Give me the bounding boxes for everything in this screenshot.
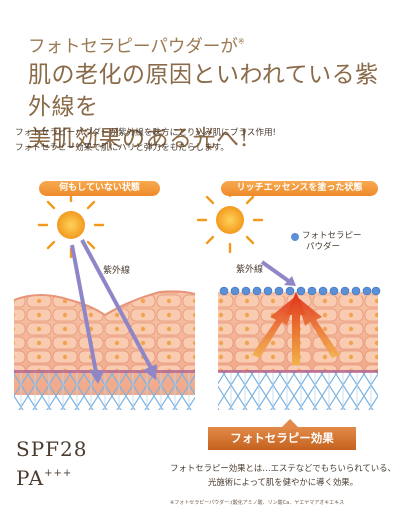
pa-value: PA+++ bbox=[16, 466, 73, 490]
headline: フォトセラピーパウダーが※ 肌の老化の原因といわれている紫外線を 美肌効果のある… bbox=[28, 30, 398, 155]
headline-line-3: 美肌効果のある光へ! bbox=[28, 126, 250, 152]
intro-text: フォトセラピーパウダーが紫外線を味方にとり込み肌にプラス作用! フォトセラピー効… bbox=[15, 126, 405, 156]
left-skin-cross-section bbox=[13, 290, 196, 410]
right-sun-icon bbox=[196, 186, 264, 254]
left-uv-arrows bbox=[70, 239, 157, 384]
footnote: ※フォトセラピーパウダー:(酸化アミノ酸、リン酸Ca、ヤエヤマアオキエキス bbox=[170, 500, 345, 506]
spf-value: SPF28 bbox=[16, 437, 88, 461]
left-panel-label: 何もしていない状態 bbox=[39, 181, 160, 196]
powder-legend-dot bbox=[291, 233, 299, 241]
powder-legend-label: フォトセラピー パウダー bbox=[302, 231, 362, 252]
effect-desc-line-1: フォトセラピー効果とは…エステなどでもちいられている、 bbox=[170, 463, 396, 473]
left-uv-label: 紫外線 bbox=[103, 266, 131, 276]
right-uv-label: 紫外線 bbox=[236, 265, 264, 275]
photo-therapy-effect-banner: フォトセラピー効果 bbox=[208, 427, 356, 450]
headline-asterisk: ※ bbox=[237, 37, 245, 46]
headline-line-2: 肌の老化の原因といわれている紫外線を bbox=[28, 62, 379, 120]
photo-therapy-arrows bbox=[252, 292, 340, 365]
spf-rating: SPF28 PA+++ bbox=[16, 437, 87, 491]
effect-desc-line-2: 光施術によって肌を健やかに導く効果。 bbox=[207, 477, 359, 487]
right-panel-label: リッチエッセンスを塗った状態 bbox=[221, 181, 378, 196]
intro-line-1: フォトセラピーパウダーが紫外線を味方にとり込み肌にプラス作用! bbox=[15, 128, 277, 138]
left-sun-icon bbox=[37, 191, 105, 259]
intro-line-2: フォトセラピー効果で肌にハリと弾力をもたらします。 bbox=[15, 143, 229, 153]
headline-line-1: フォトセラピーパウダーが※ bbox=[28, 37, 245, 57]
effect-description: フォトセラピー効果とは…エステなどでもちいられている、 光施術によって肌を健やか… bbox=[158, 461, 408, 489]
effect-banner-pointer bbox=[282, 419, 298, 427]
powder-layer bbox=[219, 286, 381, 296]
right-uv-arrow bbox=[260, 260, 296, 286]
